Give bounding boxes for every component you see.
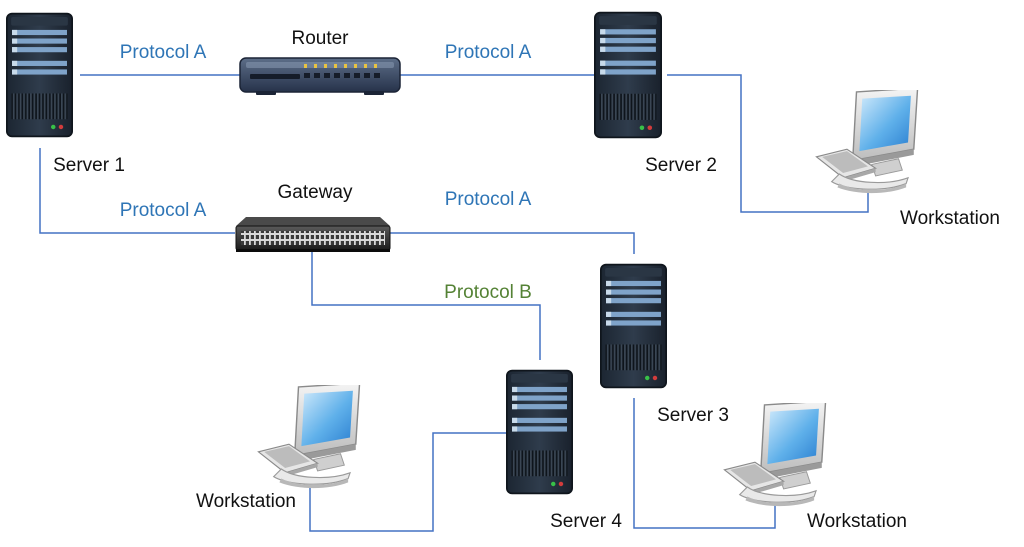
server-4-icon xyxy=(506,369,573,495)
link-server2-workstation xyxy=(667,74,869,213)
server-1-icon xyxy=(6,12,73,138)
link-label-server1-router: Protocol A xyxy=(120,42,207,63)
workstation-2-label: Workstation xyxy=(196,491,296,512)
server-2-label: Server 2 xyxy=(645,155,717,176)
link-gateway-server4 xyxy=(311,250,541,360)
gateway-switch-icon xyxy=(235,217,391,252)
server-3-icon xyxy=(600,263,667,389)
link-server3-workstation xyxy=(633,398,776,529)
workstation-3-icon xyxy=(723,403,827,507)
gateway-label: Gateway xyxy=(278,182,353,203)
router-label: Router xyxy=(291,28,349,49)
server-1-label: Server 1 xyxy=(53,155,125,176)
server-4-label: Server 4 xyxy=(550,511,622,532)
link-server1-gateway xyxy=(39,148,235,234)
link-gateway-server3 xyxy=(390,232,635,254)
workstation-1-label: Workstation xyxy=(900,208,1000,229)
link-label-server1-gateway: Protocol A xyxy=(120,200,207,221)
workstation-2-icon xyxy=(257,385,361,489)
server-2-icon xyxy=(594,11,662,139)
workstation-3-label: Workstation xyxy=(807,511,907,532)
link-label-router-server2: Protocol A xyxy=(445,42,532,63)
link-server4-workstation xyxy=(309,432,506,532)
workstation-1-icon xyxy=(815,90,919,194)
link-label-gateway-server3: Protocol A xyxy=(445,189,532,210)
server-3-label: Server 3 xyxy=(657,405,729,426)
link-label-gateway-server4: Protocol B xyxy=(444,282,532,303)
links xyxy=(39,74,869,532)
router-icon xyxy=(239,57,401,95)
